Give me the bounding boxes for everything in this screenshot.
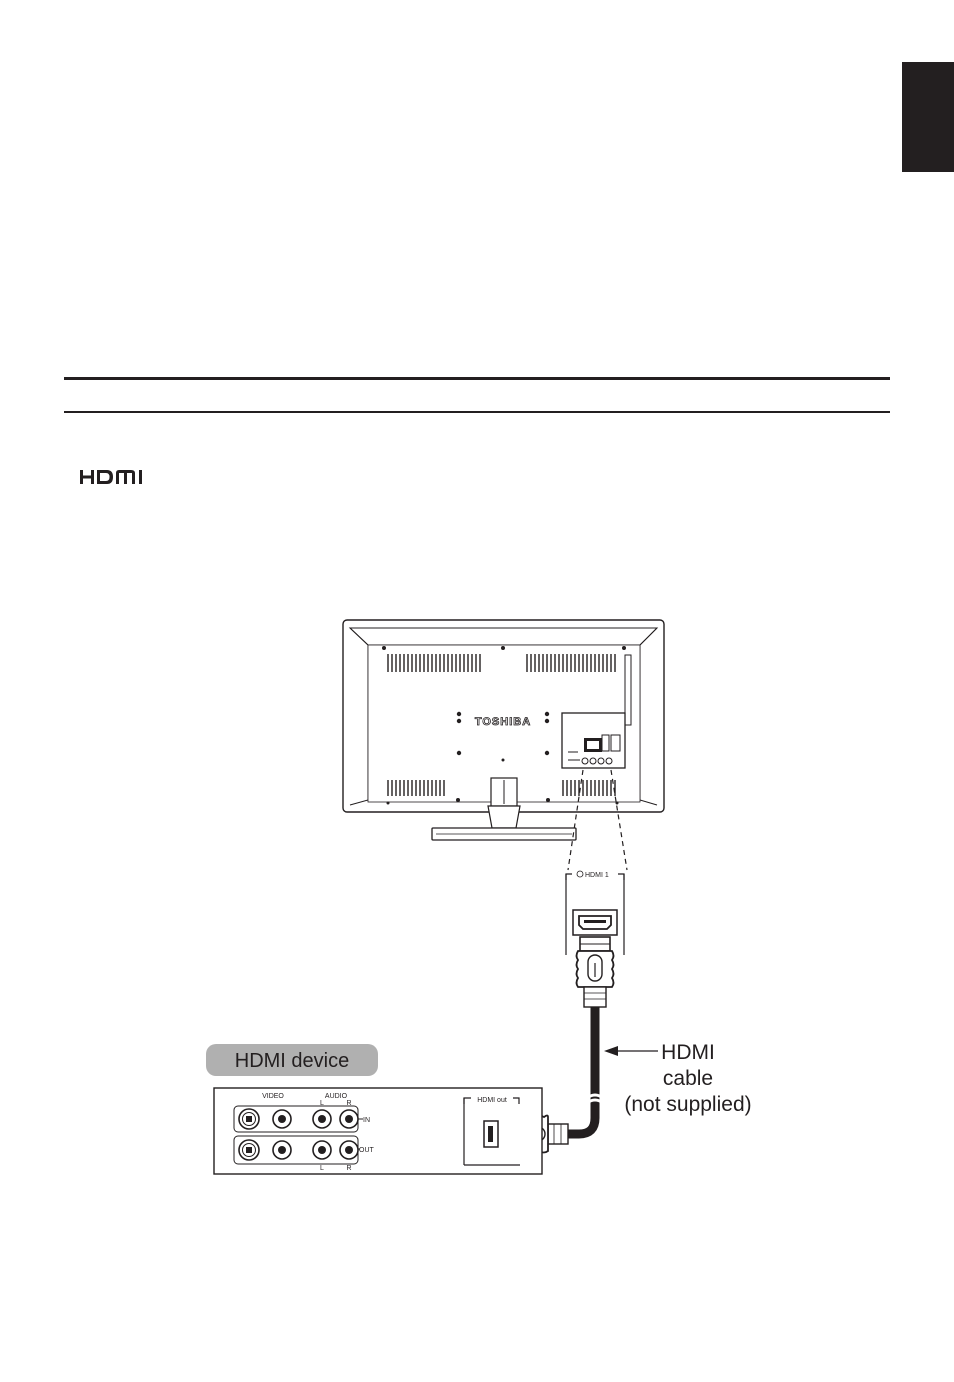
section-rule-bottom <box>64 411 890 413</box>
out-label: OUT <box>359 1147 375 1154</box>
screws <box>382 646 626 805</box>
arrow-left-icon <box>604 1046 618 1056</box>
section-tab <box>902 62 954 172</box>
vent-bottom-right <box>562 780 616 796</box>
audio-label: AUDIO <box>325 1093 348 1100</box>
vent-top-left <box>387 654 481 672</box>
audio-left-bottom-label: L <box>320 1165 324 1172</box>
hdmi-logo <box>80 470 148 489</box>
cable-label-line1: HDMI <box>661 1041 715 1064</box>
hdmi-out-label: HDMI out <box>477 1097 507 1104</box>
device-label: HDMI device <box>235 1050 349 1072</box>
cable-callout: HDMI cable (not supplied) <box>604 1041 752 1116</box>
input-icon <box>576 870 584 878</box>
audio-right-top-label: R <box>346 1100 351 1107</box>
audio-left-top-label: L <box>320 1100 324 1107</box>
tv-rear-view: TOSHIBA <box>342 619 665 841</box>
audio-right-bottom-label: R <box>346 1165 351 1172</box>
vent-top-right <box>526 654 616 672</box>
tv-brand-logo: TOSHIBA <box>475 716 531 728</box>
cable-label-line2: cable <box>663 1067 713 1090</box>
section-rule-top <box>64 377 890 380</box>
in-label: IN <box>363 1117 370 1124</box>
video-label: VIDEO <box>262 1093 284 1100</box>
tv-port-label: HDMI 1 <box>585 872 609 879</box>
tv-hdmi1-port-detail: HDMI 1 <box>565 869 625 955</box>
tv-connector-panel <box>561 712 626 769</box>
zoom-guides <box>567 769 628 871</box>
vent-bottom-left <box>387 780 445 796</box>
hdmi-device: HDMI device VIDEO AUDIO L R IN OUT L R <box>206 1044 543 1175</box>
cable-label-line3: (not supplied) <box>624 1093 751 1116</box>
